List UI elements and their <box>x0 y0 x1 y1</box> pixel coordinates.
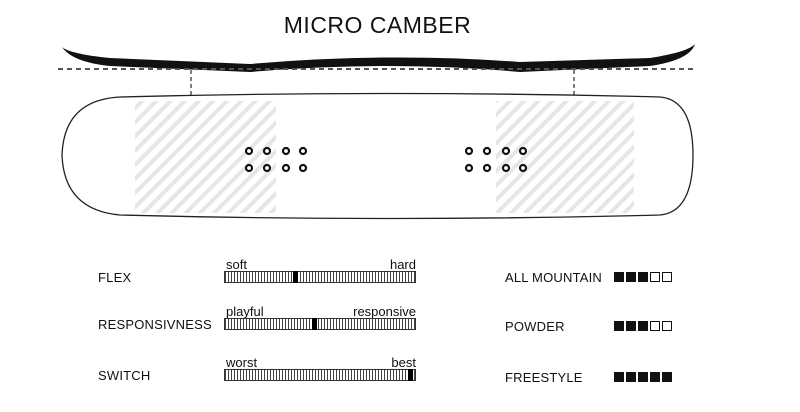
rating-square-filled <box>626 272 636 282</box>
rating-square-filled <box>638 372 648 382</box>
scale-low-label: worst <box>226 355 258 370</box>
spec-label-switch: SWITCH <box>98 368 151 383</box>
rating-label-powder: POWDER <box>505 319 565 334</box>
scale-bar <box>224 271 416 283</box>
spec-scale-flex: soft hard <box>224 257 416 283</box>
rating-square-filled <box>614 272 624 282</box>
rating-square-filled <box>638 321 648 331</box>
binding-zone-right <box>496 101 634 213</box>
scale-bar <box>224 369 416 381</box>
rating-square-empty <box>662 272 672 282</box>
spec-label-responsiveness: RESPONSIVNESS <box>98 317 212 332</box>
scale-low-label: soft <box>226 257 247 272</box>
inserts-right <box>464 146 528 173</box>
scale-marker <box>312 318 317 330</box>
spec-scale-responsiveness: playful responsive <box>224 304 416 330</box>
rating-boxes-powder <box>614 321 672 331</box>
rating-square-filled <box>626 321 636 331</box>
scale-high-label: best <box>391 355 416 370</box>
scale-low-label: playful <box>226 304 264 319</box>
scale-high-label: responsive <box>353 304 416 319</box>
inserts-left <box>244 146 308 173</box>
rating-square-filled <box>638 272 648 282</box>
rating-boxes-all-mountain <box>614 272 672 282</box>
scale-bar <box>224 318 416 330</box>
rating-label-all-mountain: ALL MOUNTAIN <box>505 270 603 285</box>
camber-profile <box>62 44 695 72</box>
rating-square-empty <box>662 321 672 331</box>
rating-square-filled <box>614 321 624 331</box>
rating-square-filled <box>662 372 672 382</box>
rating-square-filled <box>650 372 660 382</box>
rating-square-empty <box>650 272 660 282</box>
profile-title: MICRO CAMBER <box>283 12 472 38</box>
spec-label-flex: FLEX <box>98 270 132 285</box>
binding-zone-left <box>135 101 276 213</box>
scale-high-label: hard <box>389 257 416 272</box>
rating-square-empty <box>650 321 660 331</box>
rating-label-freestyle: FREESTYLE <box>505 370 583 385</box>
scale-marker <box>408 369 413 381</box>
camber-profile-shape <box>62 44 695 72</box>
rating-boxes-freestyle <box>614 372 672 382</box>
rating-square-filled <box>614 372 624 382</box>
rating-square-filled <box>626 372 636 382</box>
scale-marker <box>293 271 298 283</box>
spec-scale-switch: worst best <box>224 355 416 381</box>
